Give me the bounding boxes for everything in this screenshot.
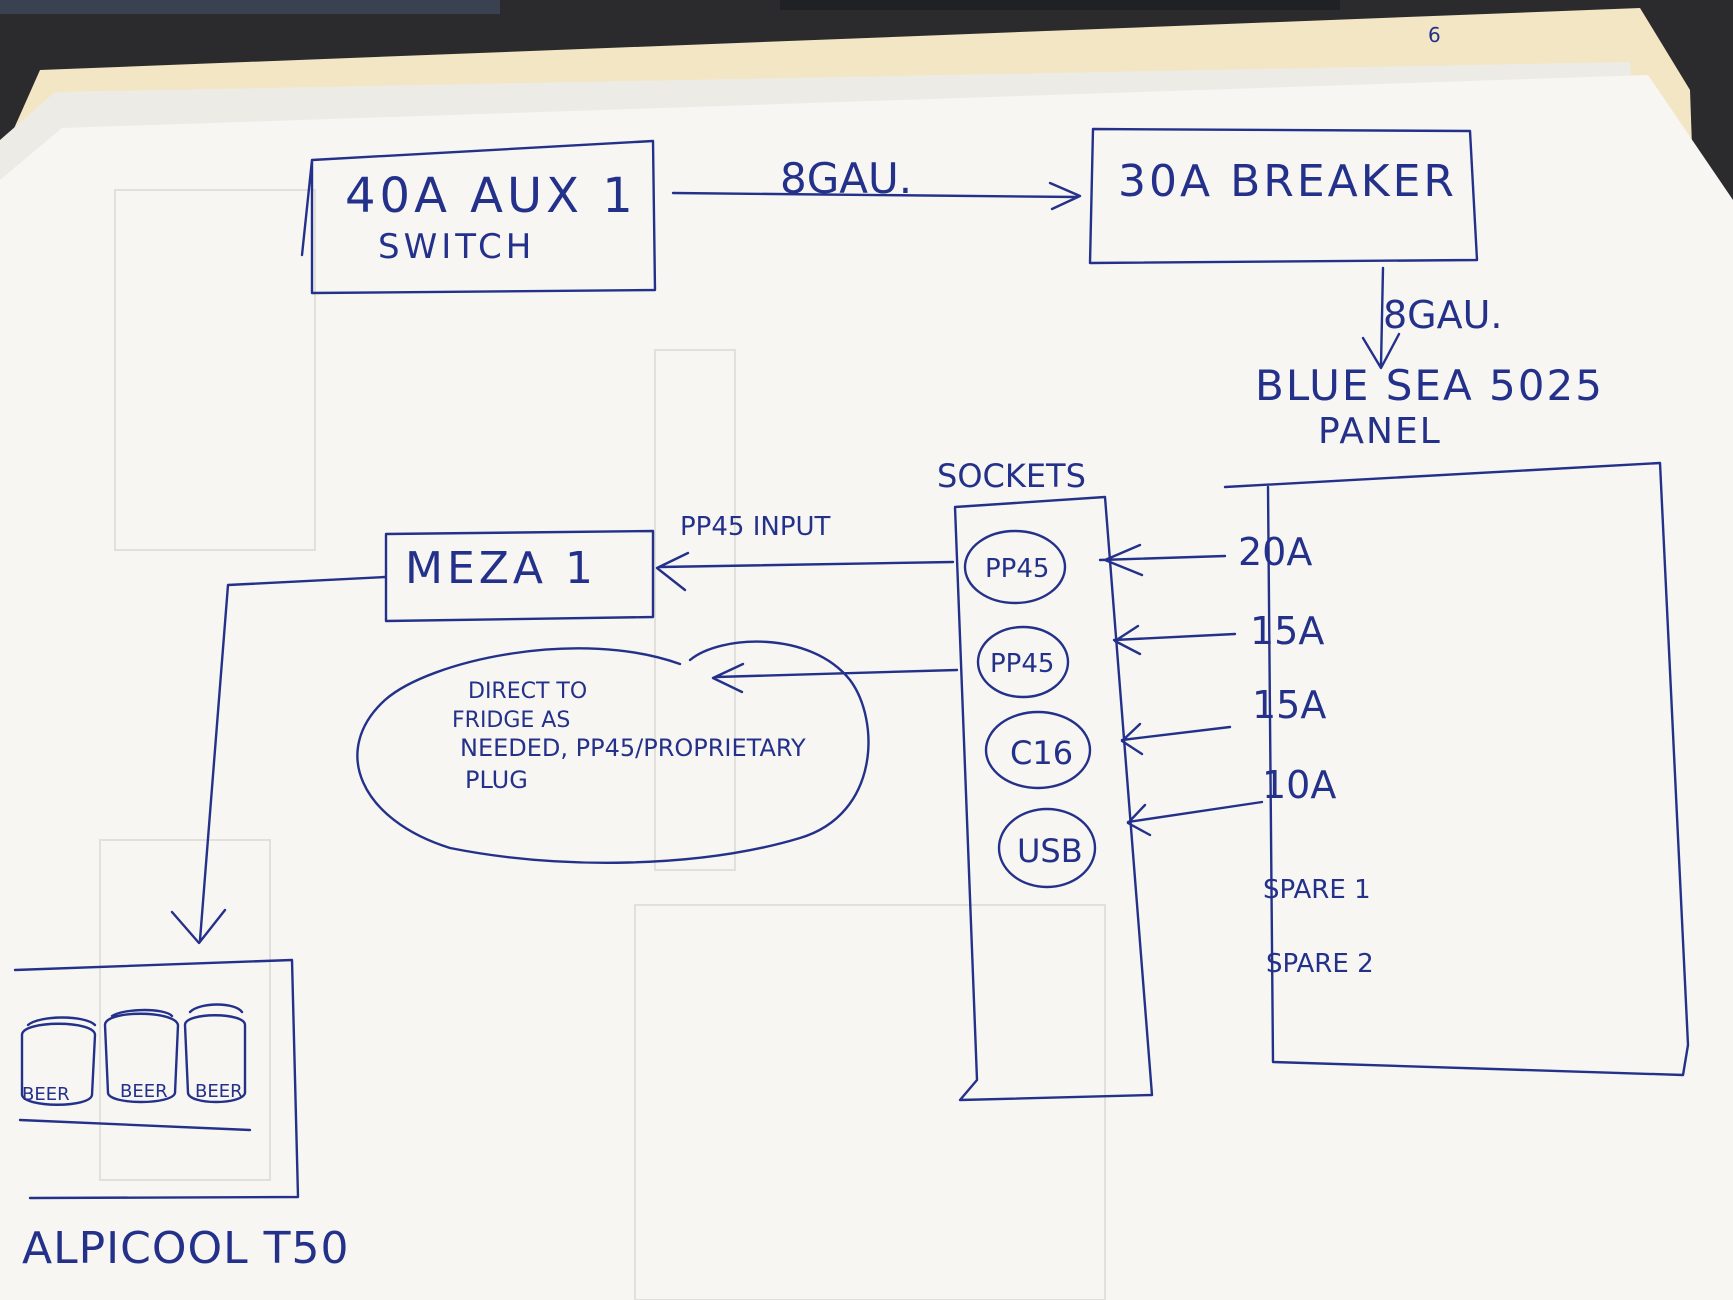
wire-20a xyxy=(1098,543,1227,577)
beer-can-3-icon xyxy=(183,1003,247,1104)
panel-box xyxy=(1223,461,1690,1077)
wire-breaker-to-panel xyxy=(1361,266,1401,370)
socket-usb-icon xyxy=(997,807,1097,889)
wire-sockets-to-meza xyxy=(655,551,955,592)
wire-switch-to-breaker xyxy=(671,181,1082,211)
wire-right-label: 8GAU. xyxy=(1383,293,1503,337)
wire-meza-to-fridge xyxy=(170,575,387,945)
wire-socket-to-note xyxy=(711,662,959,694)
socket-label-pp45-2: PP45 xyxy=(990,649,1054,679)
corner-mark: 6 xyxy=(1428,23,1441,47)
meza-input-label: PP45 INPUT xyxy=(680,512,831,542)
fridge-box xyxy=(13,958,300,1200)
panel-circuit-15a-1: 15A xyxy=(1250,609,1324,653)
sockets-title: SOCKETS xyxy=(937,457,1086,495)
bleed-through-marks xyxy=(99,189,1106,1300)
socket-label-pp45-1: PP45 xyxy=(985,554,1049,584)
socket-c16-icon xyxy=(984,710,1092,790)
switch-label-line2: SWITCH xyxy=(378,227,535,267)
fridge-item-3: BEER xyxy=(195,1081,243,1102)
note-bubble xyxy=(356,640,870,864)
breaker-label: 30A BREAKER xyxy=(1118,156,1457,207)
paper-sheet xyxy=(0,75,1733,1300)
wire-15a-2 xyxy=(1120,722,1232,756)
dark-object-top-2 xyxy=(780,0,1340,10)
switch-box xyxy=(300,139,657,295)
panel-label-line2: PANEL xyxy=(1318,411,1442,452)
sockets-box xyxy=(953,495,1154,1102)
meza-box xyxy=(384,529,655,623)
panel-circuit-20a: 20A xyxy=(1238,530,1312,574)
socket-label-c16: C16 xyxy=(1010,734,1073,772)
fridge-shelf xyxy=(18,1118,252,1132)
fridge-item-2: BEER xyxy=(120,1081,168,1102)
panel-circuit-spare-1: SPARE 1 xyxy=(1263,875,1371,905)
switch-label-line1: 40A AUX 1 xyxy=(345,168,637,224)
note-line2: FRIDGE AS xyxy=(452,708,570,733)
note-line1: DIRECT TO xyxy=(468,679,587,704)
panel-label-line1: BLUE SEA 5025 xyxy=(1255,361,1604,410)
socket-label-usb: USB xyxy=(1017,832,1083,870)
fridge-item-1: BEER xyxy=(22,1084,70,1105)
wire-15a-1 xyxy=(1112,624,1237,656)
beer-can-1-icon xyxy=(20,1016,97,1106)
socket-pp45-2-icon xyxy=(976,625,1070,699)
dark-object-top xyxy=(0,0,500,14)
panel-circuit-10a: 10A xyxy=(1262,763,1336,807)
socket-pp45-1-icon xyxy=(963,529,1067,605)
note-line4: PLUG xyxy=(465,766,528,794)
breaker-box xyxy=(1088,127,1479,265)
beer-can-2-icon xyxy=(103,1008,180,1104)
panel-circuit-spare-2: SPARE 2 xyxy=(1266,949,1374,979)
fridge-label: ALPICOOL T50 xyxy=(22,1223,349,1274)
meza-label: MEZA 1 xyxy=(405,543,597,594)
wire-top-label: 8GAU. xyxy=(780,154,912,203)
panel-circuit-15a-2: 15A xyxy=(1252,683,1326,727)
note-line3: NEEDED, PP45/PROPRIETARY xyxy=(460,734,806,762)
wire-10a xyxy=(1126,800,1264,837)
